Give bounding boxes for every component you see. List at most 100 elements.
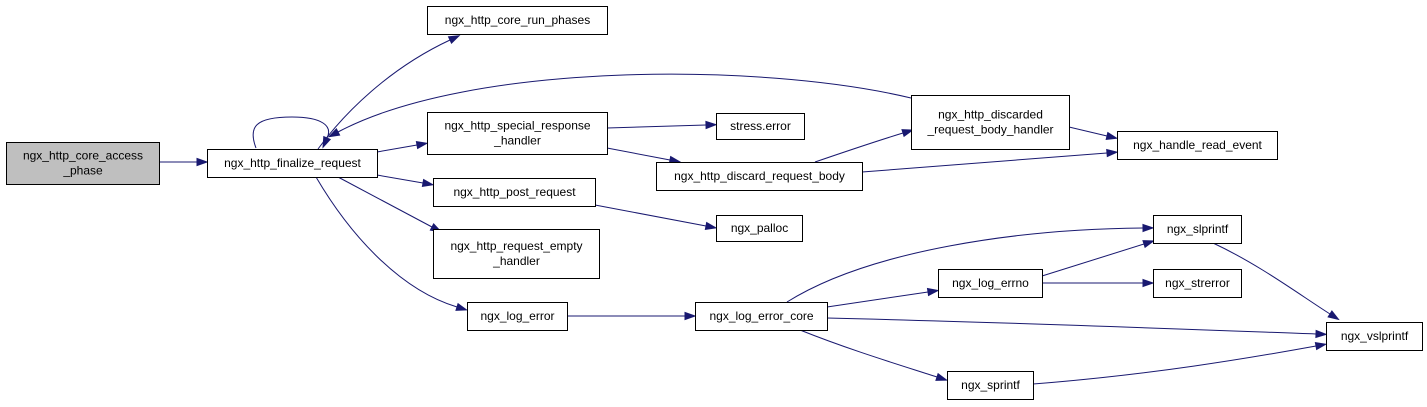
- edge-line: [376, 174, 424, 184]
- arrowhead-icon: [1142, 278, 1155, 288]
- node-label: ngx_sprintf: [961, 378, 1020, 392]
- node-layer: ngx_http_core_access_phase ngx_http_final…: [6, 6, 1423, 400]
- node-label: ngx_http_core_run_phases: [445, 13, 590, 27]
- node-label: ngx_http_discard_request_body: [674, 169, 845, 183]
- arrowhead-icon: [704, 221, 718, 231]
- arrowhead-icon: [901, 129, 915, 138]
- node-empty_handler[interactable]: ngx_http_request_empty_handler: [433, 229, 600, 279]
- node-box: [716, 215, 803, 242]
- node-discard_body[interactable]: ngx_http_discard_request_body: [656, 162, 863, 191]
- edge-discarded_handler-to-read_event: [1068, 126, 1119, 140]
- node-label: _handler: [493, 134, 541, 148]
- node-slprintf[interactable]: ngx_slprintf: [1153, 215, 1242, 244]
- edge-log_errno-to-slprintf: [1041, 240, 1155, 277]
- node-special_response[interactable]: ngx_http_special_response_handler: [427, 112, 608, 155]
- arrowhead-icon: [705, 120, 718, 130]
- edge-log_error_core-to-log_errno: [826, 287, 940, 308]
- node-finalize_request[interactable]: ngx_http_finalize_request: [207, 149, 378, 178]
- node-box: [947, 371, 1034, 400]
- node-log_errno[interactable]: ngx_log_errno: [938, 269, 1043, 298]
- node-box: [695, 302, 828, 331]
- node-discarded_handler[interactable]: ngx_http_discarded_request_body_handler: [911, 95, 1070, 150]
- edge-finalize_request-to-log_error: [315, 176, 469, 311]
- edge-slprintf-to-vslprintf: [1212, 242, 1340, 321]
- node-strerror[interactable]: ngx_strerror: [1153, 269, 1242, 298]
- edge-log_error_core-to-slprintf: [786, 223, 1155, 303]
- node-read_event[interactable]: ngx_handle_read_event: [1117, 131, 1278, 160]
- node-box: [1153, 269, 1242, 298]
- node-label: ngx_http_post_request: [453, 185, 576, 199]
- edge-log_error-to-log_error_core: [567, 311, 697, 321]
- arrowhead-icon: [447, 35, 461, 45]
- node-box: [6, 142, 160, 185]
- edge-finalize_request-to-run_phases: [317, 35, 461, 150]
- node-log_error[interactable]: ngx_log_error: [467, 302, 568, 331]
- edge-line: [826, 291, 929, 308]
- node-box: [938, 269, 1043, 298]
- node-label: stress.error: [730, 119, 791, 133]
- node-label: ngx_http_special_response: [444, 119, 590, 133]
- node-label: ngx_log_error_core: [709, 309, 813, 323]
- node-label: ngx_log_error: [480, 309, 554, 323]
- edge-discard_body-to-read_event: [861, 148, 1119, 173]
- node-label: ngx_palloc: [731, 221, 788, 235]
- edge-layer: [159, 35, 1340, 385]
- node-label: ngx_http_core_access: [23, 149, 143, 163]
- edge-line: [315, 176, 458, 308]
- node-label: ngx_http_request_empty: [450, 239, 582, 253]
- edge-finalize_request-to-post_request: [376, 174, 435, 188]
- node-label: _phase: [62, 164, 103, 178]
- edge-special_response-to-discard_body: [606, 147, 682, 165]
- arrowhead-icon: [1106, 148, 1119, 158]
- node-palloc[interactable]: ngx_palloc: [716, 215, 803, 242]
- edge-line: [1212, 242, 1331, 315]
- edge-line: [861, 152, 1108, 173]
- edge-special_response-to-stress_error: [606, 120, 718, 130]
- edge-line: [252, 116, 329, 149]
- arrowhead-icon: [1142, 240, 1155, 249]
- edge-log_error_core-to-vslprintf: [826, 317, 1328, 339]
- arrowhead-icon: [327, 128, 341, 138]
- node-box: [427, 112, 608, 155]
- arrowhead-icon: [415, 140, 429, 150]
- arrowhead-icon: [1105, 131, 1119, 140]
- node-label: ngx_handle_read_event: [1133, 138, 1262, 152]
- edge-discarded_handler-to-finalize_request: [327, 73, 912, 138]
- node-label: ngx_http_finalize_request: [224, 156, 361, 170]
- arrowhead-icon: [455, 302, 469, 311]
- edge-line: [1068, 126, 1108, 137]
- node-label: ngx_http_discarded: [938, 108, 1043, 122]
- edge-line: [1041, 243, 1145, 277]
- arrowhead-icon: [926, 287, 940, 297]
- arrowhead-icon: [1142, 223, 1155, 233]
- edge-log_errno-to-strerror: [1042, 278, 1155, 288]
- node-box: [433, 229, 600, 279]
- edge-line: [594, 204, 707, 227]
- node-box: [467, 302, 568, 331]
- node-sprintf[interactable]: ngx_sprintf: [947, 371, 1034, 400]
- edge-post_request-to-palloc: [594, 204, 718, 231]
- edge-line: [826, 317, 1317, 335]
- node-label: ngx_slprintf: [1167, 222, 1229, 236]
- node-vslprintf[interactable]: ngx_vslprintf: [1326, 322, 1423, 351]
- edge-line: [337, 176, 433, 228]
- arrowhead-icon: [1315, 329, 1328, 339]
- node-log_error_core[interactable]: ngx_log_error_core: [695, 302, 828, 331]
- edge-line: [337, 73, 912, 133]
- node-label: ngx_log_errno: [952, 276, 1029, 290]
- node-label: ngx_strerror: [1165, 276, 1230, 290]
- node-label: ngx_vslprintf: [1341, 329, 1409, 343]
- node-box: [433, 178, 596, 207]
- node-post_request[interactable]: ngx_http_post_request: [433, 178, 596, 207]
- node-label: _request_body_handler: [926, 123, 1053, 137]
- edge-line: [814, 132, 904, 163]
- edge-finalize_request-to-special_response: [376, 140, 429, 153]
- node-box: [1326, 322, 1423, 351]
- node-access_phase[interactable]: ngx_http_core_access_phase: [6, 142, 160, 185]
- arrowhead-icon: [196, 157, 209, 167]
- edge-line: [786, 227, 1144, 303]
- arrowhead-icon: [421, 178, 435, 188]
- node-run_phases[interactable]: ngx_http_core_run_phases: [427, 6, 608, 35]
- node-stress_error[interactable]: stress.error: [716, 113, 805, 140]
